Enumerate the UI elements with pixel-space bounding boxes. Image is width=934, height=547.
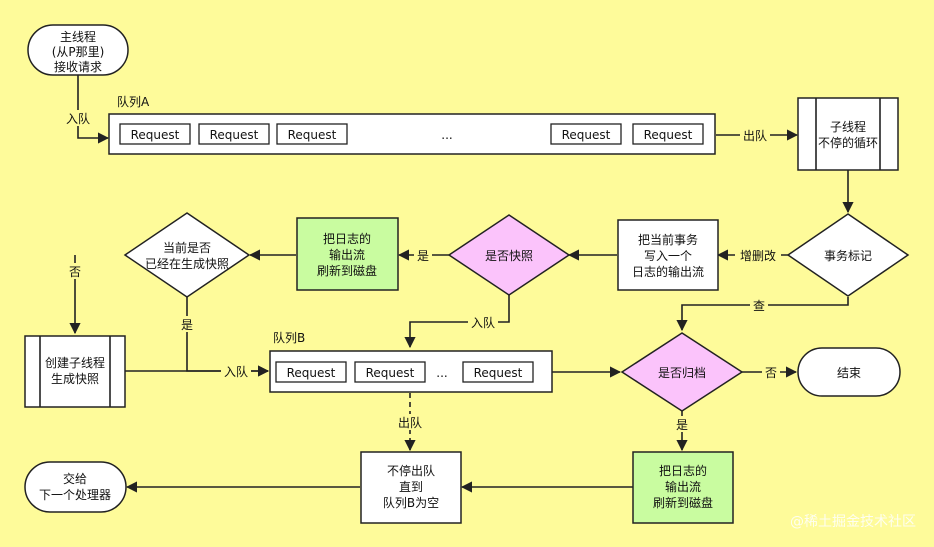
- svg-text:把当前事务: 把当前事务: [638, 232, 698, 247]
- svg-text:主线程: 主线程: [60, 29, 96, 44]
- svg-text:写入一个: 写入一个: [644, 249, 692, 263]
- svg-text:子线程: 子线程: [830, 119, 866, 134]
- edge-label-dequeue-b: 出队: [395, 414, 425, 430]
- svg-text:Request: Request: [287, 366, 336, 380]
- edge-label-yes-archive: 是: [673, 416, 691, 432]
- svg-text:Request: Request: [131, 128, 180, 142]
- is-archive-decision: 是否归档: [620, 332, 744, 412]
- svg-text:入队: 入队: [66, 111, 90, 126]
- svg-text:增删改: 增删改: [740, 249, 776, 263]
- sub-thread-loop-node: 子线程 不停的循环: [797, 97, 899, 171]
- svg-text:不停出队: 不停出队: [387, 463, 435, 478]
- svg-text:队列B为空: 队列B为空: [383, 495, 439, 510]
- edge-label-enqueue-a: 入队: [63, 110, 93, 126]
- edge-label-no-snapshot-busy: 否: [66, 263, 84, 279]
- queue-a-item: Request: [276, 123, 348, 145]
- svg-text:Request: Request: [366, 366, 415, 380]
- svg-text:是否归档: 是否归档: [658, 366, 706, 380]
- queue-b-label: 队列B: [273, 330, 305, 345]
- edge-label-yes-snapshot-busy: 是: [178, 316, 196, 332]
- create-sub-thread-node: 创建子线程 生成快照: [24, 335, 126, 408]
- svg-text:下一个处理器: 下一个处理器: [39, 488, 111, 502]
- svg-text:输出流: 输出流: [665, 479, 701, 494]
- svg-text:生成快照: 生成快照: [51, 372, 99, 386]
- edge-label-dequeue-a: 出队: [740, 127, 770, 143]
- svg-text:Request: Request: [644, 128, 693, 142]
- queue-b-ellipsis: ...: [436, 366, 447, 380]
- queue-a-item: Request: [119, 123, 191, 145]
- snapshot-in-progress-decision: 当前是否 已经在生成快照: [123, 212, 251, 298]
- svg-text:Request: Request: [562, 128, 611, 142]
- edge-label-query: 查: [750, 298, 768, 314]
- svg-text:是: 是: [417, 249, 429, 263]
- svg-text:当前是否: 当前是否: [163, 240, 211, 255]
- svg-text:直到: 直到: [399, 480, 423, 494]
- edge-label-enqueue-b-left: 入队: [221, 363, 251, 379]
- queue-a-item: Request: [198, 123, 270, 145]
- svg-text:否: 否: [69, 265, 81, 279]
- svg-text:Request: Request: [474, 366, 523, 380]
- svg-text:是: 是: [181, 318, 193, 332]
- svg-text:刷新到磁盘: 刷新到磁盘: [317, 263, 377, 278]
- svg-text:创建子线程: 创建子线程: [45, 355, 105, 370]
- edge-label-crud: 增删改: [735, 247, 781, 263]
- edge-main-to-queue-a: [77, 75, 110, 144]
- svg-text:查: 查: [753, 299, 765, 313]
- svg-text:不停的循环: 不停的循环: [818, 135, 878, 150]
- svg-text:事务标记: 事务标记: [824, 248, 872, 263]
- svg-text:Request: Request: [210, 128, 259, 142]
- edge-label-yes-snapshot: 是: [414, 247, 432, 263]
- svg-text:日志的输出流: 日志的输出流: [632, 264, 704, 279]
- flush-log-bottom-node: 把日志的 输出流 刷新到磁盘: [632, 451, 734, 524]
- is-snapshot-decision: 是否快照: [447, 214, 571, 296]
- svg-text:Request: Request: [288, 128, 337, 142]
- edge-snapshot-check-yes: [186, 297, 270, 377]
- svg-text:否: 否: [765, 366, 777, 380]
- dequeue-until-empty-node: 不停出队 直到 队列B为空: [360, 451, 462, 524]
- svg-text:出队: 出队: [743, 128, 767, 143]
- queue-b: 队列B Request Request ... Request: [269, 330, 553, 393]
- svg-text:刷新到磁盘: 刷新到磁盘: [653, 495, 713, 510]
- svg-text:入队: 入队: [471, 315, 495, 330]
- watermark: @稀土掘金技术社区: [790, 514, 916, 530]
- svg-text:入队: 入队: [224, 364, 248, 379]
- svg-text:结束: 结束: [837, 366, 861, 380]
- queue-a: 队列A Request Request Request ... Request …: [108, 94, 716, 155]
- svg-text:出队: 出队: [398, 415, 422, 430]
- end-node: 结束: [797, 347, 901, 397]
- main-thread-node: 主线程 (从P那里) 接收请求: [27, 24, 129, 76]
- edge-label-enqueue-b-top: 入队: [468, 314, 498, 330]
- svg-text:是: 是: [676, 418, 688, 432]
- svg-text:把日志的: 把日志的: [659, 463, 707, 478]
- queue-a-ellipsis: ...: [441, 128, 452, 142]
- queue-b-item: Request: [275, 361, 347, 383]
- svg-text:(从P那里): (从P那里): [52, 45, 105, 59]
- svg-text:把日志的: 把日志的: [323, 231, 371, 246]
- svg-text:输出流: 输出流: [329, 247, 365, 262]
- queue-a-item: Request: [550, 123, 622, 145]
- queue-b-item: Request: [354, 361, 426, 383]
- edge-label-no-archive: 否: [762, 364, 780, 380]
- write-log-stream-node: 把当前事务 写入一个 日志的输出流: [617, 219, 719, 291]
- svg-text:交给: 交给: [63, 471, 87, 486]
- queue-a-item: Request: [632, 123, 704, 145]
- svg-text:接收请求: 接收请求: [54, 59, 102, 74]
- tx-mark-decision: 事务标记: [786, 213, 910, 297]
- svg-text:已经在生成快照: 已经在生成快照: [145, 257, 229, 271]
- queue-b-item: Request: [462, 361, 534, 383]
- hand-over-node: 交给 下一个处理器: [24, 461, 127, 513]
- edge-is-snapshot-to-queue-b: [404, 294, 510, 349]
- queue-a-label: 队列A: [117, 94, 150, 109]
- flush-log-top-node: 把日志的 输出流 刷新到磁盘: [296, 217, 399, 291]
- svg-text:是否快照: 是否快照: [485, 249, 533, 263]
